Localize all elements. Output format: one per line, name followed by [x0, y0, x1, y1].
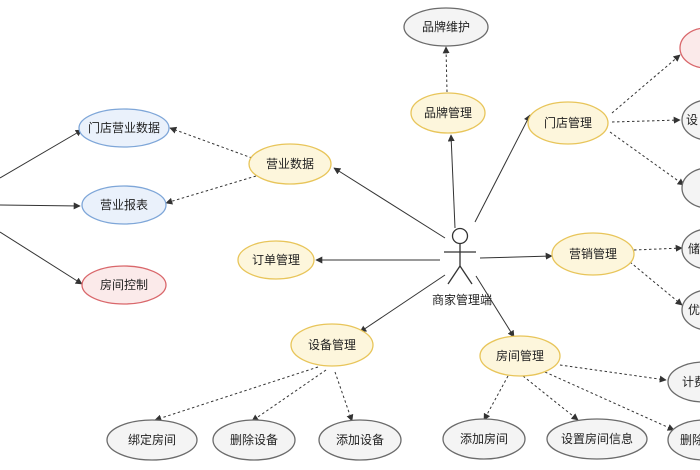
use-case-partial-red[interactable] — [679, 27, 700, 69]
node-label: 房间管理 — [496, 348, 544, 363]
edge-actor-device — [359, 274, 446, 333]
node-label: 计费 — [682, 375, 700, 389]
edges — [0, 46, 685, 431]
use-case-partial-3[interactable] — [681, 168, 700, 208]
node-shape — [681, 290, 700, 330]
edge-left-storedata — [0, 129, 83, 179]
node-label: 添加设备 — [336, 433, 384, 447]
node-shape — [442, 418, 526, 460]
node-label: 订单管理 — [252, 252, 300, 267]
edge-store-red — [611, 54, 681, 114]
node-shape — [667, 361, 700, 403]
node-shape — [290, 323, 374, 367]
use-case-partial-4[interactable]: 优 — [681, 290, 700, 330]
use-case-partial-2[interactable]: 储 — [681, 229, 700, 269]
edge-device-del — [251, 369, 327, 422]
node-shape — [318, 419, 402, 461]
use-case-partial-1[interactable]: 设 — [681, 100, 700, 140]
use-case-store-biz-data[interactable]: 门店营业数据 — [78, 108, 170, 148]
node-shape — [237, 240, 315, 280]
node-shape — [248, 143, 332, 185]
edge-room-billing — [559, 364, 667, 383]
node-label: 绑定房间 — [128, 432, 176, 447]
use-case-biz-report[interactable]: 营业报表 — [81, 185, 167, 225]
node-label: 删除设备 — [230, 432, 278, 447]
node-shape — [78, 108, 170, 148]
node-label: 设备管理 — [308, 337, 356, 352]
edge-actor-brand — [447, 134, 456, 229]
use-case-del-device[interactable]: 删除设备 — [212, 419, 296, 461]
edge-brand-maint — [442, 46, 450, 93]
use-case-set-room-info[interactable]: 设置房间信息 — [546, 418, 648, 460]
use-case-delete[interactable]: 删除 — [667, 419, 700, 461]
actor-label: 商家管理端 — [432, 292, 492, 307]
node-shape — [403, 7, 489, 47]
use-case-billing[interactable]: 计费 — [667, 361, 700, 403]
node-shape — [81, 265, 167, 305]
edge-bizdata-report — [165, 175, 257, 205]
node-label: 优 — [688, 303, 700, 317]
use-case-device-mgmt[interactable]: 设备管理 — [290, 323, 374, 367]
node-label: 门店管理 — [544, 115, 592, 130]
edge-mkt-p4 — [629, 261, 683, 306]
edge-left-roomctrl — [0, 231, 83, 285]
node-shape — [551, 232, 635, 276]
edge-device-bind — [154, 366, 319, 422]
use-case-add-room[interactable]: 添加房间 — [442, 418, 526, 460]
use-case-order-mgmt[interactable]: 订单管理 — [237, 240, 315, 280]
node-label: 营销管理 — [569, 246, 617, 261]
stick-figure-icon — [444, 227, 476, 285]
use-case-brand-mgmt[interactable]: 品牌管理 — [410, 92, 486, 134]
use-case-marketing-mgmt[interactable]: 营销管理 — [551, 232, 635, 276]
use-case-add-device[interactable]: 添加设备 — [318, 419, 402, 461]
edge-store-p3 — [609, 131, 685, 186]
node-label: 门店营业数据 — [88, 120, 160, 135]
node-label: 品牌维护 — [422, 20, 470, 34]
use-case-biz-data[interactable]: 营业数据 — [248, 143, 332, 185]
node-shape — [106, 419, 198, 461]
node-label: 储 — [688, 241, 700, 256]
node-shape — [681, 168, 700, 208]
node-label: 删除 — [680, 432, 700, 447]
use-case-room-mgmt[interactable]: 房间管理 — [479, 335, 561, 377]
edge-actor-store — [474, 114, 531, 223]
node-label: 添加房间 — [460, 431, 508, 446]
node-shape — [546, 418, 648, 460]
edge-device-add — [334, 371, 354, 422]
edge-mkt-p2 — [633, 244, 683, 252]
node-shape — [681, 229, 700, 269]
edge-actor-bizdata — [333, 167, 446, 239]
node-shape — [681, 100, 700, 140]
node-shape — [212, 419, 296, 461]
node-shape — [479, 335, 561, 377]
node-shape — [667, 419, 700, 461]
node-label: 设置房间信息 — [561, 431, 633, 446]
node-shape — [81, 185, 167, 225]
use-case-brand-maint[interactable]: 品牌维护 — [403, 7, 489, 47]
edge-actor-marketing — [479, 252, 553, 260]
node-shape — [679, 27, 700, 69]
node-label: 设 — [686, 113, 698, 127]
edge-store-p1 — [611, 116, 681, 124]
node-label: 营业数据 — [266, 156, 314, 171]
edge-room-set — [522, 375, 579, 421]
node-label: 品牌管理 — [424, 105, 472, 120]
node-shape — [410, 92, 486, 134]
node-label: 营业报表 — [100, 197, 148, 212]
edge-actor-room — [475, 275, 515, 338]
use-case-bind-room[interactable]: 绑定房间 — [106, 419, 198, 461]
edge-left-report — [0, 202, 81, 210]
edge-room-add — [483, 375, 509, 421]
use-case-store-mgmt[interactable]: 门店管理 — [527, 101, 609, 145]
edge-room-delete — [544, 371, 675, 431]
edge-bizdata-storedata — [169, 126, 253, 159]
actor-merchant[interactable]: 商家管理端 — [432, 227, 492, 308]
node-shape — [527, 101, 609, 145]
node-label: 房间控制 — [100, 277, 148, 292]
use-case-room-ctrl[interactable]: 房间控制 — [81, 265, 167, 305]
